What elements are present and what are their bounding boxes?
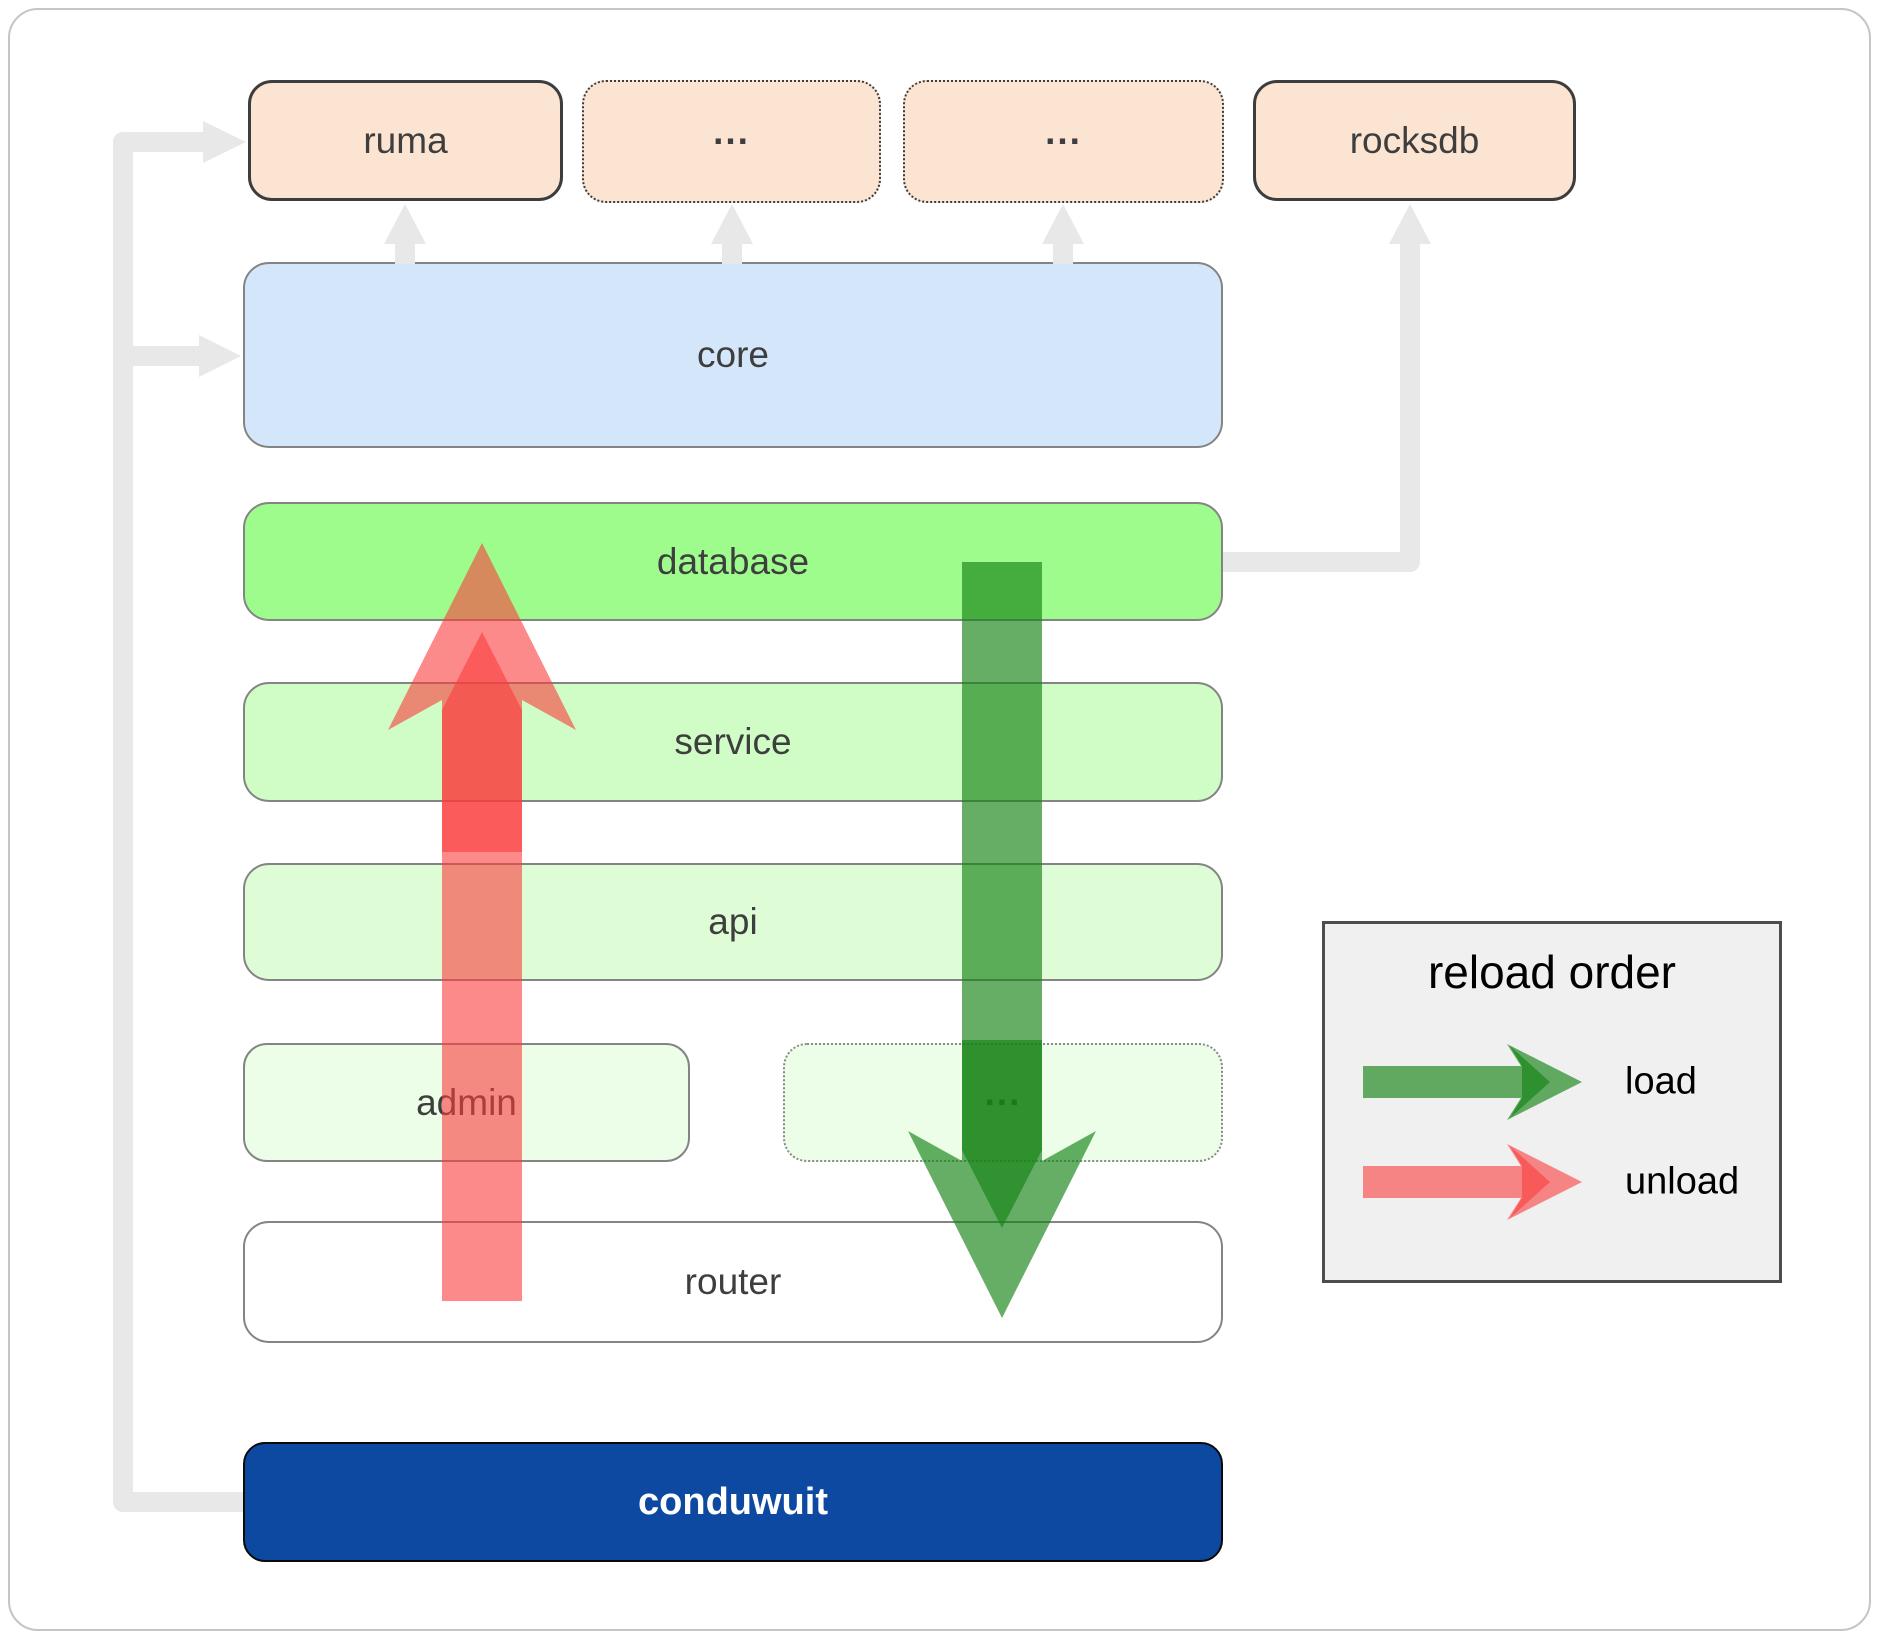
box-core: core: [243, 262, 1223, 448]
box-ellipsis-top-1-label: ...: [713, 110, 750, 152]
box-ellipsis-top-2: ...: [903, 80, 1224, 203]
box-ellipsis-top-1: ...: [582, 80, 881, 203]
box-ruma: ruma: [248, 80, 563, 201]
legend-load-label: load: [1625, 1060, 1697, 1103]
box-api-label: api: [708, 901, 758, 942]
box-admin-label: admin: [416, 1081, 517, 1123]
box-rocksdb-label: rocksdb: [1349, 119, 1480, 161]
box-router: router: [243, 1221, 1223, 1343]
outer-frame: [8, 8, 1871, 1631]
box-ellipsis-admin-label: ...: [984, 1071, 1022, 1113]
box-conduwuit: conduwuit: [243, 1442, 1223, 1562]
box-admin: admin: [243, 1043, 690, 1162]
box-ellipsis-admin: ...: [783, 1043, 1223, 1162]
box-ellipsis-top-2-label: ...: [1045, 110, 1082, 152]
box-ruma-label: ruma: [363, 119, 448, 161]
box-database-label: database: [656, 540, 810, 582]
legend-title: reload order: [1427, 946, 1677, 998]
box-service: service: [243, 682, 1223, 802]
box-database: database: [243, 502, 1223, 621]
box-core-label: core: [697, 334, 769, 375]
box-rocksdb: rocksdb: [1253, 80, 1576, 201]
box-router-label: router: [684, 1261, 782, 1302]
box-service-label: service: [674, 721, 792, 762]
box-conduwuit-label: conduwuit: [638, 1480, 828, 1523]
box-api: api: [243, 863, 1223, 981]
legend-unload-label: unload: [1625, 1160, 1740, 1203]
